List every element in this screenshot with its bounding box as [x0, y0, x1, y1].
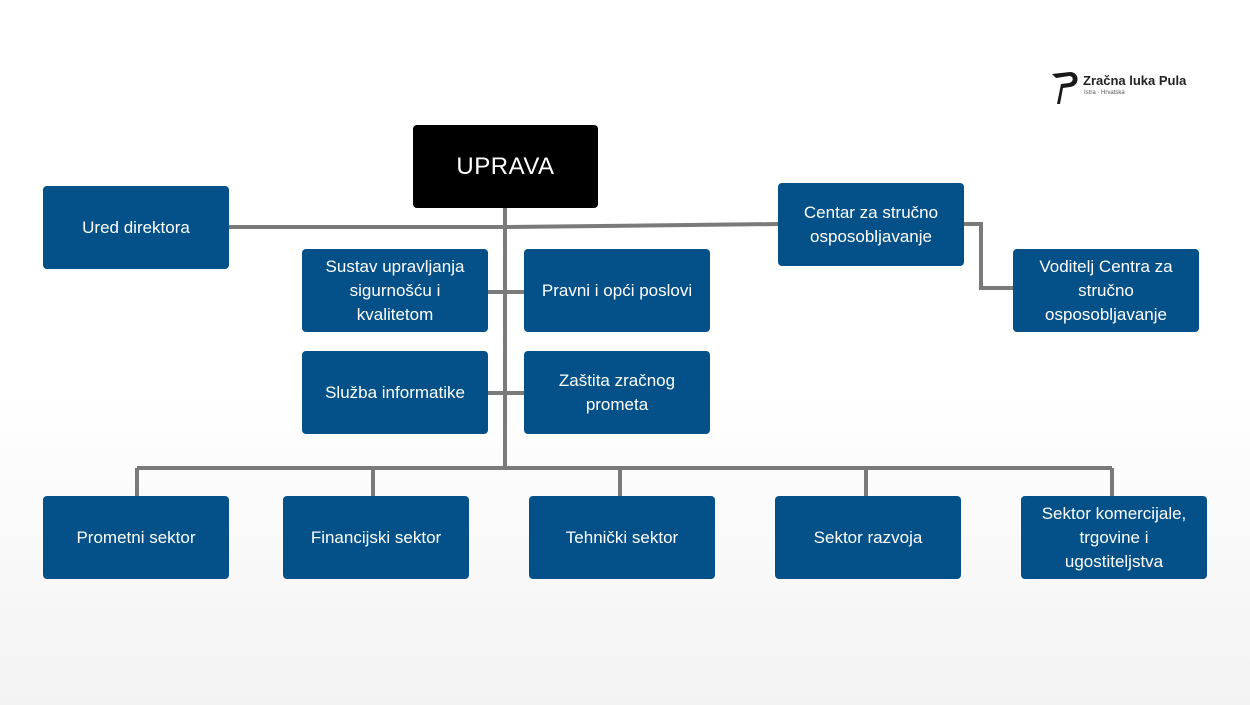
logo-name: Zračna luka Pula: [1083, 73, 1187, 88]
box-voditelj: Voditelj Centra za stručno osposobljavan…: [1013, 249, 1199, 332]
box-sector-2: Financijski sektor: [283, 496, 469, 579]
box-sluzba-informatike: Služba informatike: [302, 351, 488, 434]
box-sustav-upravljanja: Sustav upravljanja sigurnošću i kvalitet…: [302, 249, 488, 332]
company-logo: Zračna luka Pula Istra · Hrvatska: [1050, 70, 1190, 106]
box-centar: Centar za stručno osposobljavanje: [778, 183, 964, 266]
box-sector-4: Sektor razvoja: [775, 496, 961, 579]
airport-logo-icon: [1052, 72, 1078, 104]
box-sector-5: Sektor komercijale, trgovine i ugostitel…: [1021, 496, 1207, 579]
box-sector-3: Tehnički sektor: [529, 496, 715, 579]
box-sector-1: Prometni sektor: [43, 496, 229, 579]
box-pravni-poslovi: Pravni i opći poslovi: [524, 249, 710, 332]
box-ured-direktora: Ured direktora: [43, 186, 229, 269]
box-uprava: UPRAVA: [413, 125, 598, 208]
logo-subtitle: Istra · Hrvatska: [1084, 90, 1125, 96]
box-zastita-prometa: Zaštita zračnog prometa: [524, 351, 710, 434]
